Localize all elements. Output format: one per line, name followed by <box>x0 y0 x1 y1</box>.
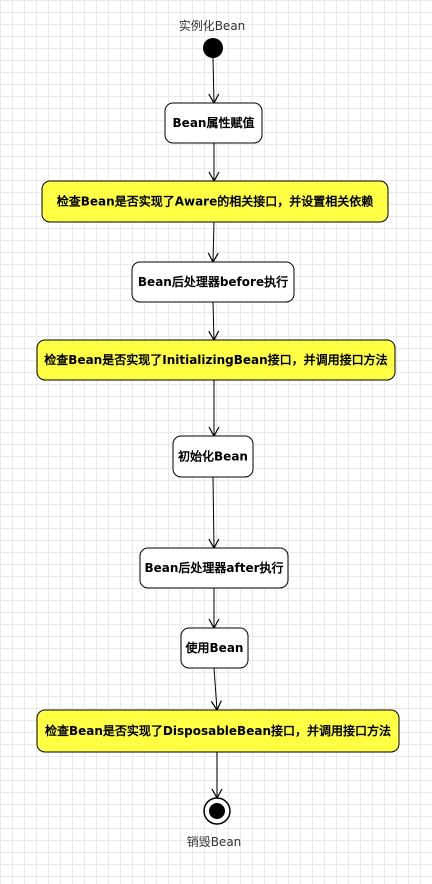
activity-label: Bean属性赋值 <box>173 115 255 130</box>
start-label: 实例化Bean <box>179 18 246 33</box>
activity-box <box>172 435 254 478</box>
flow-arrow <box>208 57 220 105</box>
activity-label: Bean后处理器before执行 <box>138 274 288 289</box>
activity-node-disposable: 检查Bean是否实现了DisposableBean接口，并调用接口方法 <box>36 709 400 753</box>
activity-label: 检查Bean是否实现了DisposableBean接口，并调用接口方法 <box>45 723 391 738</box>
activity-box <box>139 547 289 589</box>
activity-node-init: 初始化Bean <box>172 435 254 478</box>
activity-label: 检查Bean是否实现了InitializingBean接口，并调用接口方法 <box>44 352 387 367</box>
activity-node-assign: Bean属性赋值 <box>164 102 263 144</box>
activity-node-aware: 检查Bean是否实现了Aware的相关接口，并设置相关依赖 <box>41 180 389 223</box>
activity-node-before: Bean后处理器before执行 <box>131 261 295 303</box>
activity-box <box>41 180 389 223</box>
activity-box <box>131 261 295 303</box>
activity-node-after: Bean后处理器after执行 <box>139 547 289 589</box>
final-node <box>203 797 231 825</box>
activity-box <box>36 709 400 753</box>
activity-node-use: 使用Bean <box>180 627 249 669</box>
activity-label: 初始化Bean <box>178 449 248 464</box>
activity-node-init-iface: 检查Bean是否实现了InitializingBean接口，并调用接口方法 <box>36 339 396 381</box>
flow-arrow <box>208 301 220 342</box>
activity-box <box>180 627 249 669</box>
activity-box <box>36 339 396 381</box>
activity-box <box>164 102 263 144</box>
flow-arrow <box>210 667 222 712</box>
flow-arrow <box>208 476 220 550</box>
flow-arrow <box>207 221 219 264</box>
activity-label: Bean后处理器after执行 <box>144 560 283 575</box>
activity-label: 使用Bean <box>185 640 244 655</box>
end-label: 销毁Bean <box>187 834 242 849</box>
activity-label: 检查Bean是否实现了Aware的相关接口，并设置相关依赖 <box>57 194 373 209</box>
initial-node <box>203 38 223 58</box>
